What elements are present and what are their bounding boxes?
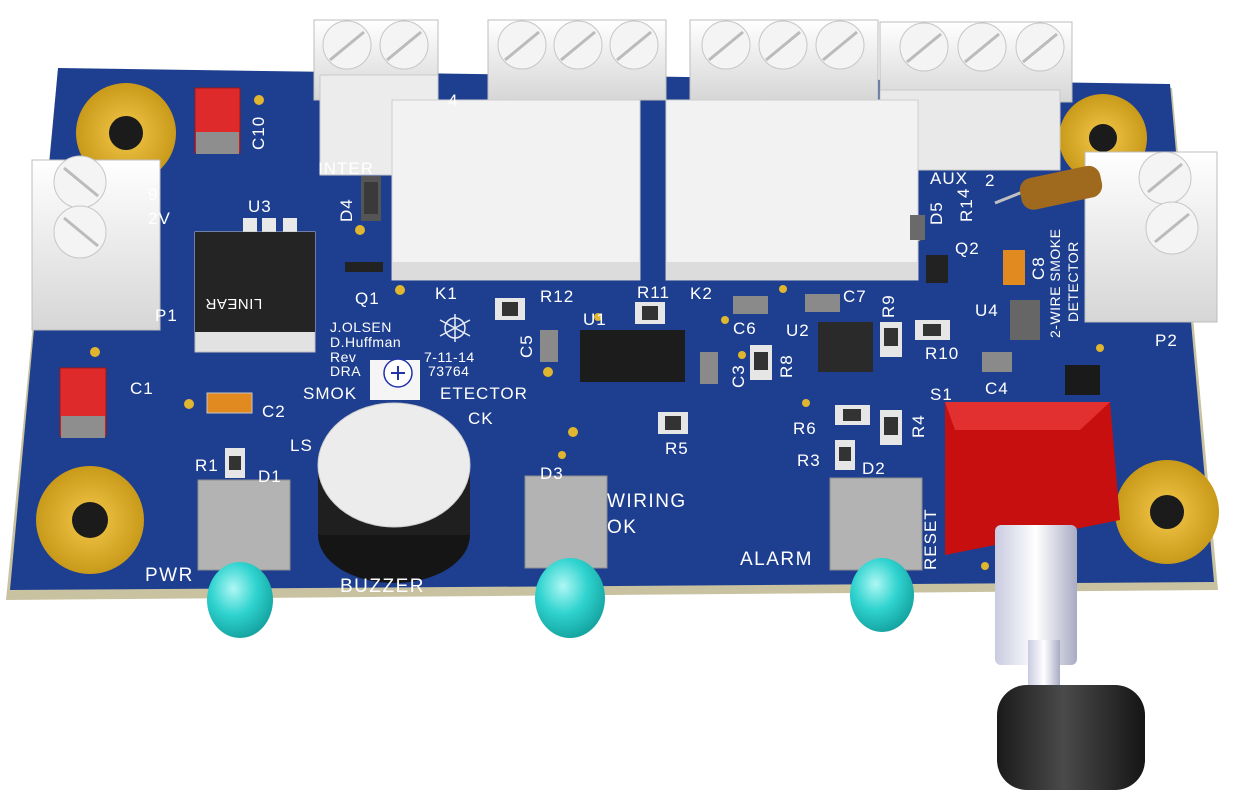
designator-d2: D2 — [862, 459, 886, 478]
vias — [90, 95, 1104, 570]
silk-ok: OK — [607, 517, 638, 538]
mounting-hole-top-left — [76, 83, 176, 183]
designator-c7: C7 — [843, 287, 867, 306]
designator-d4: D4 — [337, 198, 356, 222]
led-d3 — [535, 558, 605, 638]
capacitor-c10 — [194, 87, 241, 154]
silk-wiring: WIRING — [607, 491, 687, 512]
designator-k1: K1 — [435, 284, 458, 303]
silk-ls: LS — [290, 436, 313, 455]
designator-r3: R3 — [797, 451, 821, 470]
led-holder-d1 — [197, 479, 291, 571]
silk-alarm: ALARM — [740, 549, 813, 570]
silk-aux: AUX — [930, 169, 968, 188]
designator-q2: Q2 — [955, 239, 980, 258]
silk-designer-2: D.Huffman — [330, 334, 402, 350]
silk-terminal-left-number: 9 — [148, 185, 159, 204]
terminal-block-p1 — [31, 155, 161, 331]
designator-u3: U3 — [248, 197, 272, 216]
led-d2 — [850, 558, 914, 632]
designator-r9: R9 — [879, 294, 898, 318]
axial-resistor — [994, 165, 1103, 210]
designator-c8: C8 — [1029, 256, 1048, 280]
silk-title-left: SMOK — [303, 384, 358, 403]
designator-c6: C6 — [733, 319, 757, 338]
silk-title-line-2: CK — [468, 409, 494, 428]
buzzer-ls1 — [317, 358, 471, 583]
terminal-block-top-3 — [689, 19, 879, 101]
logo-mark — [439, 314, 471, 342]
silk-date: 7-11-14 — [424, 349, 475, 365]
silk-drawing-prefix: DRA — [330, 363, 362, 379]
designator-d1: D1 — [258, 467, 282, 486]
silk-terminal-left-label: 2V — [148, 209, 171, 228]
designator-s1: S1 — [930, 385, 953, 404]
designator-r12: R12 — [540, 287, 575, 306]
regulator-u3 — [194, 218, 316, 353]
silk-title-right: ETECTOR — [440, 384, 528, 403]
designator-q1: Q1 — [355, 289, 380, 308]
designator-d5: D5 — [927, 201, 946, 225]
relay-k2 — [665, 99, 919, 281]
designator-r4: R4 — [909, 414, 928, 438]
reset-switch-s1 — [945, 402, 1145, 790]
silk-buzzer: BUZZER — [340, 576, 425, 597]
capacitor-c1 — [59, 367, 107, 438]
designator-p1: P1 — [155, 306, 178, 325]
designator-r1: R1 — [195, 456, 219, 475]
designator-c10: C10 — [249, 115, 268, 150]
mounting-hole-bottom-right — [1115, 460, 1219, 564]
designator-c3: C3 — [729, 364, 748, 388]
terminal-block-top-1 — [313, 19, 439, 176]
designator-p2: P2 — [1155, 331, 1178, 350]
silk-reset: RESET — [921, 508, 940, 570]
silk-terminal-top-number: 4 — [448, 91, 459, 110]
designator-r10: R10 — [925, 344, 960, 363]
designator-r5: R5 — [665, 439, 689, 458]
silk-terminal-right-number: 2 — [985, 171, 996, 190]
led-holder-d3 — [524, 475, 608, 569]
silk-aux-number: 4 — [954, 187, 973, 198]
designator-k2: K2 — [690, 284, 713, 303]
designator-c1: C1 — [130, 379, 154, 398]
silk-designer-1: J.OLSEN — [330, 319, 392, 335]
mounting-hole-bottom-left — [36, 466, 144, 574]
silk-two-wire-2: DETECTOR — [1065, 241, 1081, 322]
designator-r11: R11 — [637, 283, 670, 302]
designator-u4: U4 — [975, 301, 999, 320]
silk-revision: Rev — [330, 349, 357, 365]
silk-two-wire-1: 2-WIRE SMOKE — [1047, 228, 1063, 338]
relay-k1 — [391, 99, 641, 281]
smd-components — [206, 176, 1100, 478]
silk-inter: INTER — [318, 159, 374, 178]
designator-r1-top: R1 — [957, 198, 976, 222]
designator-r6: R6 — [793, 419, 817, 438]
led-d1 — [207, 562, 273, 638]
designator-u1: U1 — [583, 310, 607, 329]
led-holder-d2 — [829, 477, 923, 571]
terminal-block-p2 — [1084, 151, 1218, 323]
designator-u2: U2 — [786, 321, 810, 340]
designator-c4: C4 — [985, 379, 1009, 398]
terminal-block-top-2 — [487, 19, 667, 101]
silk-drawing-number: 73764 — [428, 363, 470, 379]
regulator-marking: LINEAR — [205, 295, 263, 312]
silk-pwr: PWR — [145, 565, 194, 586]
designator-d3: D3 — [540, 464, 564, 483]
designator-c2: C2 — [262, 402, 286, 421]
designator-r8: R8 — [777, 354, 796, 378]
designator-c5: C5 — [517, 334, 536, 358]
